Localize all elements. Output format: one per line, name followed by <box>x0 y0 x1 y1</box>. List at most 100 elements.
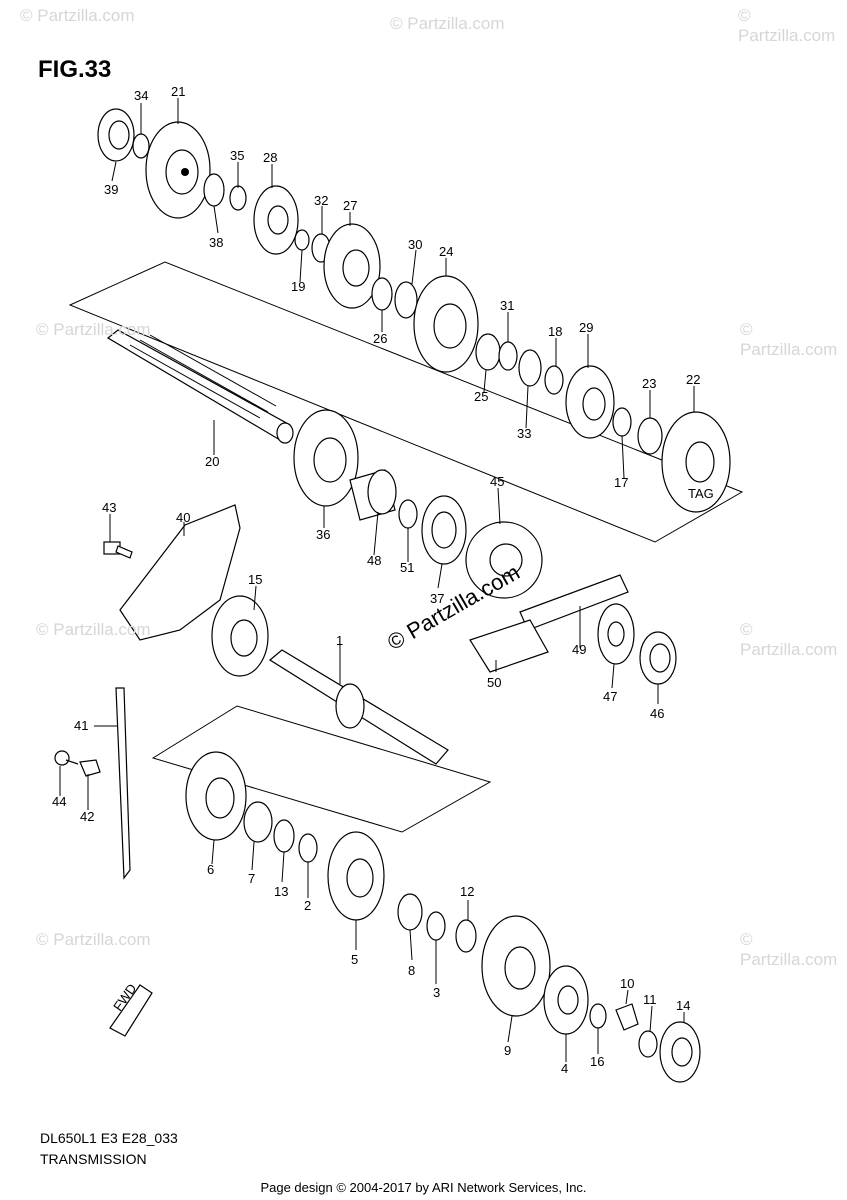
part-23-bushing <box>637 417 663 455</box>
part-1-driveshaft <box>268 649 449 765</box>
callout-44: 44 <box>52 794 66 809</box>
callout-4: 4 <box>561 1061 568 1076</box>
part-15-bearing <box>211 595 269 677</box>
callout-12: 12 <box>460 884 474 899</box>
part-51-oring <box>398 499 418 529</box>
callout-28: 28 <box>263 150 277 165</box>
part-37-oil-seal <box>421 495 467 565</box>
part-30-washer <box>394 281 418 319</box>
part-12-washer <box>455 919 477 953</box>
callout-24: 24 <box>439 244 453 259</box>
watermark: © Partzilla.com <box>740 320 838 359</box>
part-40-plate <box>119 504 241 641</box>
part-18-circlip <box>544 365 564 395</box>
part-33-washer <box>518 349 542 387</box>
callout-50: 50 <box>487 675 501 690</box>
callout-20: 20 <box>205 454 219 469</box>
part-4-gear <box>543 965 589 1035</box>
part-42-clip <box>79 759 101 777</box>
part-35-washer <box>229 185 247 211</box>
part-31-circlip <box>498 341 518 371</box>
part-21-gear <box>145 121 211 219</box>
part-44-screw <box>54 750 79 766</box>
callout-10: 10 <box>620 976 634 991</box>
watermark: © Partzilla.com <box>36 320 151 339</box>
callout-30: 30 <box>408 237 422 252</box>
part-45-sprocket <box>465 521 543 599</box>
callout-27: 27 <box>343 198 357 213</box>
watermark: © Partzilla.com <box>20 6 135 25</box>
callout-13: 13 <box>274 884 288 899</box>
part-39-bearing <box>97 108 135 162</box>
callout-39: 39 <box>104 182 118 197</box>
countershaft-outline <box>68 261 744 543</box>
part-5-gear <box>327 831 385 921</box>
callout-38: 38 <box>209 235 223 250</box>
part-36-bearing <box>293 409 359 507</box>
callout-17: 17 <box>614 475 628 490</box>
part-48-spacer <box>349 469 397 521</box>
callout-32: 32 <box>314 193 328 208</box>
callout-43: 43 <box>102 500 116 515</box>
part-22-gear <box>661 411 731 513</box>
part-14-bearing <box>659 1021 701 1083</box>
part-27-gear <box>323 223 381 309</box>
part-17-washer <box>612 407 632 437</box>
part-34-washer <box>132 133 150 159</box>
watermark: © Partzilla.com <box>36 620 151 639</box>
callout-15: 15 <box>248 572 262 587</box>
part-46-bushing <box>639 631 677 685</box>
leader-lines <box>59 98 695 1062</box>
callout-49: 49 <box>572 642 586 657</box>
callout-47: 47 <box>603 689 617 704</box>
callout-29: 29 <box>579 320 593 335</box>
callout-labels: 34 21 39 35 28 38 32 27 19 30 24 26 31 1… <box>52 84 700 1076</box>
callout-1: 1 <box>336 633 343 648</box>
callout-21: 21 <box>171 84 185 99</box>
callout-3: 3 <box>433 985 440 1000</box>
part-26-bushing <box>371 277 393 311</box>
callout-31: 31 <box>500 298 514 313</box>
callout-42: 42 <box>80 809 94 824</box>
callout-5: 5 <box>351 952 358 967</box>
watermark: © Partzilla.com <box>390 14 505 33</box>
callout-7: 7 <box>248 871 255 886</box>
callout-23: 23 <box>642 376 656 391</box>
part-25-bushing <box>475 333 501 371</box>
callout-33: 33 <box>517 426 531 441</box>
callout-2: 2 <box>304 898 311 913</box>
part-47-washer <box>597 603 635 665</box>
callout-26: 26 <box>373 331 387 346</box>
callout-40: 40 <box>176 510 190 525</box>
callout-36: 36 <box>316 527 330 542</box>
part-50-chain-joint <box>469 619 549 673</box>
part-16-circlip <box>589 1003 607 1029</box>
watermark: © Partzilla.com <box>738 6 836 45</box>
part-13-washer <box>273 819 295 853</box>
callout-41: 41 <box>74 718 88 733</box>
section-title: TRANSMISSION <box>40 1151 147 1167</box>
watermark: © Partzilla.com <box>740 620 838 659</box>
part-28-gear <box>253 185 299 255</box>
part-6-gear <box>185 751 247 841</box>
callout-6: 6 <box>207 862 214 877</box>
callout-37: 37 <box>430 591 444 606</box>
callout-8: 8 <box>408 963 415 978</box>
tag-label: TAG <box>688 486 714 501</box>
part-9-gear <box>481 915 551 1017</box>
part-41-shift-rod <box>115 687 131 880</box>
callout-18: 18 <box>548 324 562 339</box>
callout-14: 14 <box>676 998 690 1013</box>
part-19-washer <box>294 229 310 251</box>
part-20-countershaft <box>106 329 294 444</box>
part-3-circlip <box>426 911 446 941</box>
part-2-circlip <box>298 833 318 863</box>
callout-11: 11 <box>643 992 657 1007</box>
model-code: DL650L1 E3 E28_033 <box>40 1130 178 1146</box>
watermark: © Partzilla.com <box>740 930 838 969</box>
callout-35: 35 <box>230 148 244 163</box>
callout-22: 22 <box>686 372 700 387</box>
callout-16: 16 <box>590 1054 604 1069</box>
callout-34: 34 <box>134 88 148 103</box>
